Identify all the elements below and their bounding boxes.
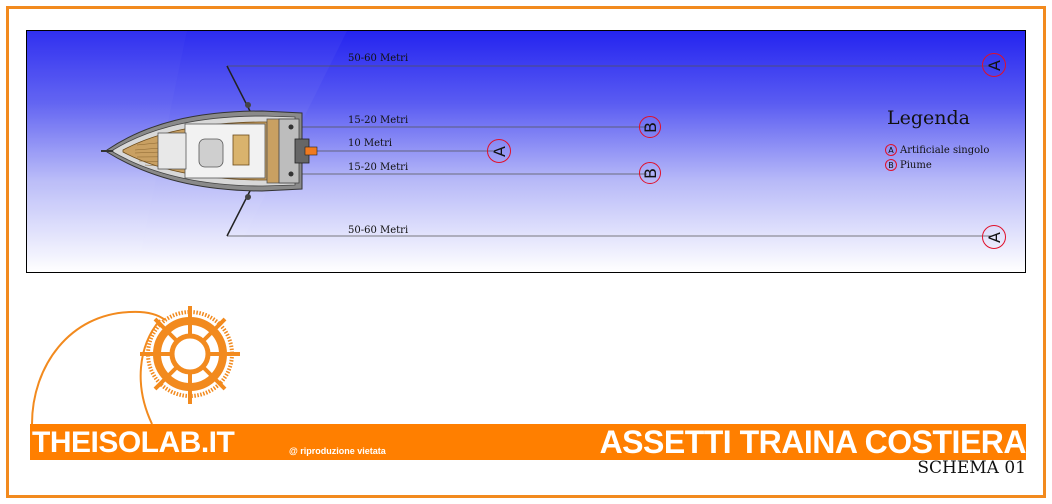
- line-label-mid-top: 15-20 Metri: [348, 115, 409, 126]
- lure-marker-long-bottom: A: [982, 225, 1006, 249]
- lure-marker-center: A: [487, 139, 511, 163]
- lure-marker-letter: A: [984, 59, 1004, 71]
- copyright-notice: @ riproduzione vietata: [289, 446, 386, 456]
- line-label-long-top: 50-60 Metri: [348, 53, 409, 64]
- outrigger-clip: [245, 102, 251, 108]
- logo-arc: [31, 310, 166, 425]
- legend-title: Legenda: [887, 107, 970, 129]
- line-label-long-bottom: 50-60 Metri: [348, 225, 409, 236]
- trolling-diagram-panel: 50-60 Metri 15-20 Metri 10 Metri 15-20 M…: [26, 30, 1026, 273]
- legend-symbol: B: [885, 159, 897, 171]
- line-label-center: 10 Metri: [348, 138, 393, 149]
- lure-marker-letter: A: [984, 231, 1004, 243]
- boat: [101, 110, 318, 192]
- page-title: ASSETTI TRAINA COSTIERA: [599, 424, 1027, 460]
- legend-item: B Piume: [885, 159, 932, 171]
- lure-marker-mid-bottom: B: [639, 162, 661, 184]
- footer-bar: [30, 424, 1026, 460]
- legend-symbol: A: [885, 144, 897, 156]
- schema-subtitle: SCHEMA 01: [917, 458, 1026, 478]
- lure-marker-mid-top: B: [639, 116, 661, 138]
- outer-frame: [6, 6, 1046, 498]
- lure-marker-letter: B: [640, 167, 660, 179]
- outrigger-top: [226, 65, 254, 118]
- legend-label: Piume: [900, 159, 932, 171]
- outrigger-bottom: [226, 184, 254, 237]
- legend-item: A Artificiale singolo: [885, 144, 989, 156]
- line-label-mid-bottom: 15-20 Metri: [348, 162, 409, 173]
- lure-marker-letter: B: [640, 121, 660, 133]
- brand-name: THEISOLAB.IT: [32, 426, 235, 459]
- ship-wheel-icon: [140, 306, 240, 404]
- outrigger-clip: [245, 194, 251, 200]
- lure-marker-long-top: A: [982, 53, 1006, 77]
- theisolab-logo: [31, 306, 240, 425]
- logo-wave: [139, 319, 161, 425]
- legend-label: Artificiale singolo: [900, 144, 990, 156]
- diagram-drawing: [27, 31, 992, 272]
- lure-marker-letter: A: [489, 145, 509, 157]
